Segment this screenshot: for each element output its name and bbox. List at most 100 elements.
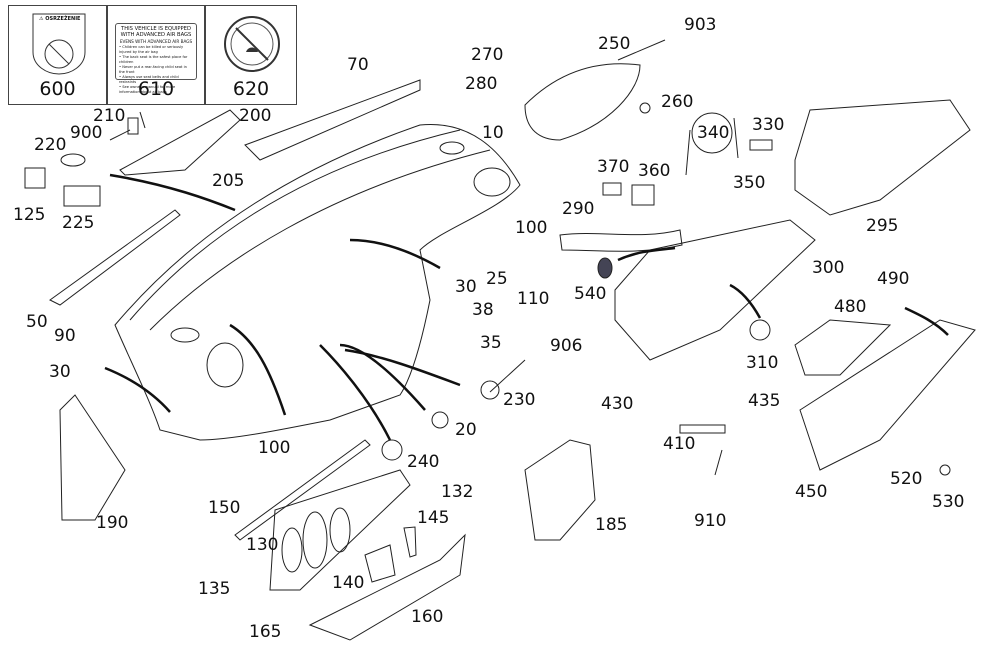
- part-label-490[interactable]: 490: [877, 269, 910, 289]
- part-label-10[interactable]: 10: [482, 123, 504, 143]
- part-label-610[interactable]: 610: [137, 78, 175, 100]
- part-50-panel: [49, 209, 181, 306]
- part-label-480[interactable]: 480: [834, 297, 867, 317]
- part-125-foam: [24, 167, 46, 189]
- part-label-50[interactable]: 50: [26, 312, 48, 332]
- part-label-330[interactable]: 330: [752, 115, 785, 135]
- part-label-100[interactable]: 100: [258, 438, 291, 458]
- label-610-subtitle: EVENS WITH ADVANCED AIR BAGS: [119, 39, 193, 44]
- label-610-line: The back seat is the safest place for ch…: [119, 55, 193, 65]
- airbag-warning-icon: [32, 13, 86, 75]
- part-label-135[interactable]: 135: [198, 579, 231, 599]
- part-label-185[interactable]: 185: [595, 515, 628, 535]
- part-label-240[interactable]: 240: [407, 452, 440, 472]
- part-250-airbag: [524, 63, 641, 141]
- part-label-220[interactable]: 220: [34, 135, 67, 155]
- part-480-bin: [794, 319, 892, 376]
- part-label-295[interactable]: 295: [866, 216, 899, 236]
- part-330-lamp: [749, 139, 773, 151]
- part-190-endcap: [59, 394, 126, 521]
- part-label-140[interactable]: 140: [332, 573, 365, 593]
- part-label-370[interactable]: 370: [597, 157, 630, 177]
- part-530-washer: [939, 464, 951, 476]
- part-label-205[interactable]: 205: [212, 171, 245, 191]
- part-130-cluster: [269, 469, 411, 591]
- part-410-lock: [679, 424, 726, 434]
- part-label-30[interactable]: 30: [49, 362, 71, 382]
- part-label-906[interactable]: 906: [550, 336, 583, 356]
- part-10-vent-right: [473, 167, 511, 197]
- part-label-360[interactable]: 360: [638, 161, 671, 181]
- part-label-350[interactable]: 350: [733, 173, 766, 193]
- part-label-450[interactable]: 450: [795, 482, 828, 502]
- part-label-280[interactable]: 280: [465, 74, 498, 94]
- part-450-lid: [799, 319, 976, 471]
- part-10-vent-center: [439, 141, 465, 155]
- part-295-glovebox: [794, 99, 971, 216]
- part-label-520[interactable]: 520: [890, 469, 923, 489]
- part-label-600[interactable]: 600: [39, 78, 76, 100]
- part-label-903[interactable]: 903: [684, 15, 717, 35]
- part-label-430[interactable]: 430: [601, 394, 634, 414]
- label-600-header: ⚠ OSRZEŻENIE: [39, 16, 81, 22]
- part-label-435[interactable]: 435: [748, 391, 781, 411]
- part-label-225[interactable]: 225: [62, 213, 95, 233]
- part-label-310[interactable]: 310: [746, 353, 779, 373]
- label-610-line: Always use seat belts and child restrain…: [119, 75, 193, 85]
- part-label-230[interactable]: 230: [503, 390, 536, 410]
- part-540-plug: [597, 257, 613, 279]
- part-label-130[interactable]: 130: [246, 535, 279, 555]
- part-label-210[interactable]: 210: [93, 106, 126, 126]
- part-label-70[interactable]: 70: [347, 55, 369, 75]
- part-label-290[interactable]: 290: [562, 199, 595, 219]
- part-10-dashboard: [114, 123, 521, 441]
- part-260-grommet: [639, 102, 651, 114]
- part-label-132[interactable]: 132: [441, 482, 474, 502]
- part-label-620[interactable]: 620: [232, 78, 270, 100]
- label-610-line: Never put a rear-facing child seat in th…: [119, 65, 193, 75]
- part-label-150[interactable]: 150: [208, 498, 241, 518]
- part-220-foam: [60, 153, 86, 167]
- warning-label-600-panel: ⚠ OSRZEŻENIE 600: [8, 5, 107, 105]
- part-label-540[interactable]: 540: [574, 284, 607, 304]
- part-160-lower-trim: [308, 533, 466, 641]
- part-210-sensor: [127, 117, 139, 135]
- part-label-35[interactable]: 35: [480, 333, 502, 353]
- part-label-300[interactable]: 300: [812, 258, 845, 278]
- label-610-text: THIS VEHICLE IS EQUIPPED WITH ADVANCED A…: [115, 23, 197, 94]
- part-label-165[interactable]: 165: [249, 622, 282, 642]
- part-150-visor: [234, 439, 371, 541]
- part-label-110[interactable]: 110: [517, 289, 550, 309]
- label-610-line: Children can be killed or seriously inju…: [119, 45, 193, 55]
- part-label-125[interactable]: 125: [13, 205, 46, 225]
- part-label-250[interactable]: 250: [598, 34, 631, 54]
- part-label-260[interactable]: 260: [661, 92, 694, 112]
- part-230-switch: [480, 380, 500, 400]
- part-200-cover: [119, 109, 241, 176]
- part-140-lens: [364, 544, 396, 583]
- part-label-410[interactable]: 410: [663, 434, 696, 454]
- part-label-30[interactable]: 30: [455, 277, 477, 297]
- part-label-160[interactable]: 160: [411, 607, 444, 627]
- part-185-bezel: [524, 439, 596, 541]
- part-label-25[interactable]: 25: [486, 269, 508, 289]
- part-label-910[interactable]: 910: [694, 511, 727, 531]
- part-label-38[interactable]: 38: [472, 300, 494, 320]
- part-310-wheel: [749, 319, 771, 341]
- part-label-190[interactable]: 190: [96, 513, 129, 533]
- part-360-switch: [631, 184, 655, 206]
- part-300-housing: [614, 219, 816, 361]
- part-label-145[interactable]: 145: [417, 508, 450, 528]
- part-label-100[interactable]: 100: [515, 218, 548, 238]
- warning-label-610-panel: THIS VEHICLE IS EQUIPPED WITH ADVANCED A…: [107, 5, 205, 105]
- part-10-vent-left: [170, 327, 200, 343]
- part-label-900[interactable]: 900: [70, 123, 103, 143]
- part-label-530[interactable]: 530: [932, 492, 965, 512]
- part-label-200[interactable]: 200: [239, 106, 272, 126]
- part-label-90[interactable]: 90: [54, 326, 76, 346]
- part-label-340[interactable]: 340: [697, 123, 730, 143]
- part-label-20[interactable]: 20: [455, 420, 477, 440]
- part-label-270[interactable]: 270: [471, 45, 504, 65]
- part-370-clip: [602, 182, 622, 196]
